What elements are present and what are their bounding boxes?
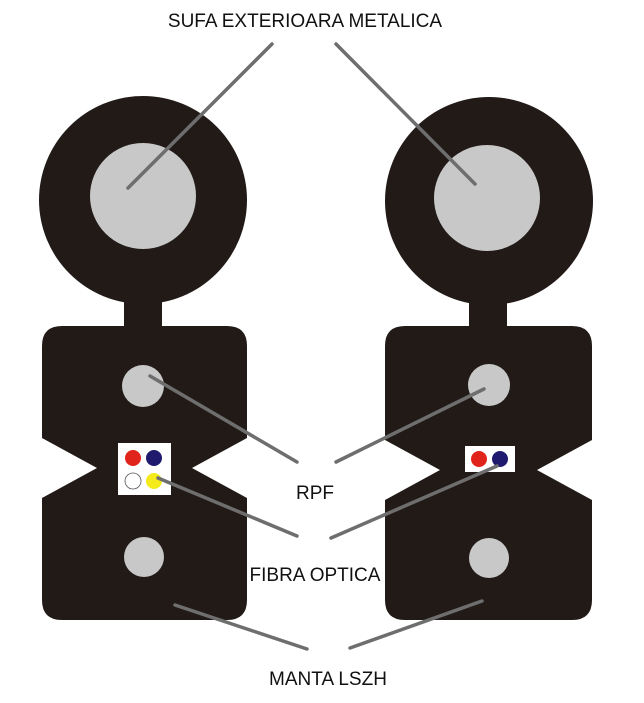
leader-metal-left (126, 42, 274, 190)
label-metal-strand: SUFA EXTERIOARA METALICA (168, 11, 442, 32)
left-fiber-box (118, 443, 171, 495)
label-rpf: RPF (296, 483, 334, 504)
left-rpf-rod-top (122, 365, 164, 407)
label-optical-fiber: FIBRA OPTICA (250, 565, 381, 586)
leader-sheath-left (173, 603, 309, 651)
left-metal-strand (90, 143, 196, 249)
leader-lines (126, 42, 499, 651)
leader-sheath-right (348, 599, 484, 650)
leader-rpf-right (334, 387, 486, 464)
leader-metal-right (334, 42, 477, 186)
leader-rpf-left (148, 374, 299, 464)
left-rpf-rod-bottom (124, 537, 164, 577)
right-cable-body (385, 326, 592, 620)
left-fiber-yellow (146, 473, 162, 489)
right-fiber-red (471, 451, 487, 467)
leader-fiber-right (329, 464, 499, 540)
label-sheath: MANTA LSZH (269, 669, 387, 690)
right-fiber-blue (492, 451, 508, 467)
cable-left (39, 96, 247, 620)
leader-fiber-left (156, 476, 299, 538)
right-rpf-rod-bottom (469, 538, 509, 578)
cable-right (385, 97, 593, 620)
right-rpf-rod-top (468, 364, 510, 406)
left-fiber-white (124, 472, 142, 490)
left-fiber-red (125, 450, 141, 466)
left-fiber-blue (146, 450, 162, 466)
